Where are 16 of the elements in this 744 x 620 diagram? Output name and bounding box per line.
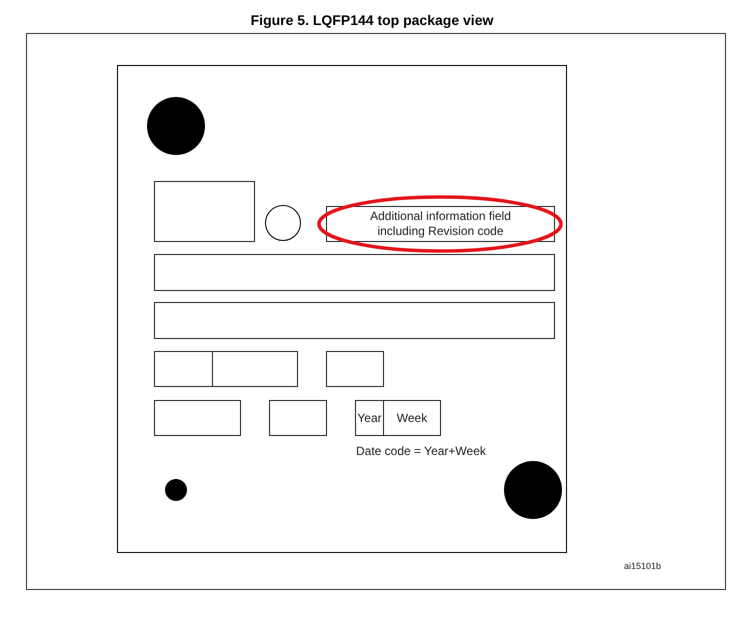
marking-field: Additional information field including Revision code [326,206,555,242]
marking-box [326,351,384,387]
marking-box [154,181,255,242]
marking-box [154,400,241,436]
marking-box [154,302,555,339]
marking-box [212,351,298,387]
marking-field: Year [355,400,384,436]
package-outline [117,65,567,553]
circle-mark [265,205,301,241]
date-code-note: Date code = Year+Week [356,443,486,460]
marking-field: Week [383,400,441,436]
figure-title: Figure 5. LQFP144 top package view [250,11,494,30]
marking-box [154,254,555,291]
marking-box [154,351,213,387]
marking-box [269,400,327,436]
figure-id: ai15101b [624,560,662,573]
